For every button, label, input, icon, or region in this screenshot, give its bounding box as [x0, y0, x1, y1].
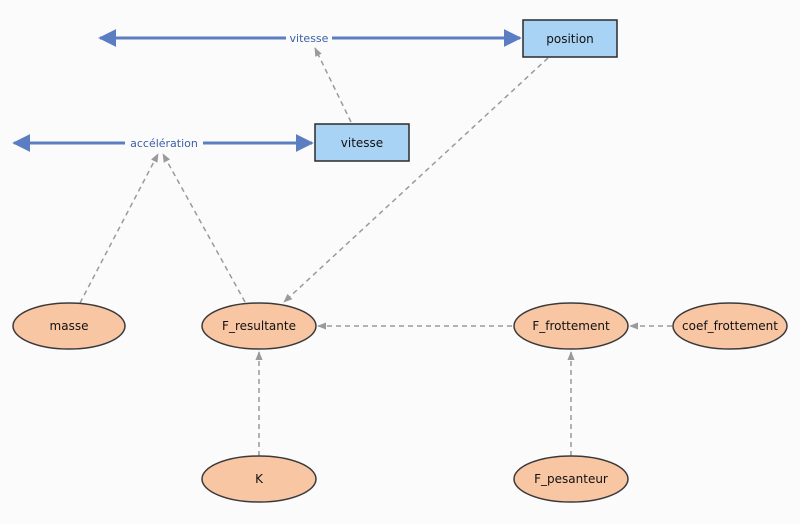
stock-position[interactable]: position — [522, 19, 618, 58]
aux-coef-frottement[interactable]: coef_frottement — [672, 302, 788, 350]
aux-k-shape — [201, 455, 317, 503]
aux-masse[interactable]: masse — [12, 302, 126, 350]
aux-coef-frottement-label: coef_frottement — [682, 319, 778, 333]
aux-f-frottement-shape — [513, 302, 629, 350]
stock-vitesse[interactable]: vitesse — [314, 123, 410, 162]
aux-f-resultante-shape — [201, 302, 317, 350]
aux-k-label: K — [255, 472, 264, 486]
aux-f-pesanteur-label: F_pesanteur — [534, 472, 608, 486]
flow-acceleration[interactable]: accélération — [12, 134, 314, 152]
stock-vitesse-box — [314, 123, 410, 162]
stock-vitesse-label: vitesse — [341, 136, 383, 150]
stock-position-label: position — [546, 32, 594, 46]
aux-masse-label: masse — [50, 319, 89, 333]
aux-coef-frottement-shape — [672, 302, 788, 350]
aux-masse-shape — [12, 302, 126, 350]
aux-f-resultante-label: F_resultante — [222, 319, 296, 333]
flow-acceleration-label: accélération — [130, 137, 198, 150]
stock-position-box — [522, 19, 618, 58]
aux-k[interactable]: K — [201, 455, 317, 503]
flow-vitesse-label: vitesse — [290, 32, 329, 45]
aux-f-frottement-label: F_frottement — [532, 319, 610, 333]
link-position-to-f-resultante — [283, 57, 549, 303]
flow-vitesse[interactable]: vitesse — [98, 29, 522, 47]
aux-f-pesanteur-shape — [513, 455, 629, 503]
flow-vitesse-label-bg — [286, 31, 332, 45]
link-vitesse-to-flow-vitesse — [314, 47, 352, 123]
link-f-resultante-to-acceleration — [162, 153, 246, 303]
flow-acceleration-label-bg — [125, 136, 203, 150]
link-masse-to-acceleration — [79, 153, 159, 304]
aux-f-resultante[interactable]: F_resultante — [201, 302, 317, 350]
influence-links — [79, 47, 672, 456]
aux-f-frottement[interactable]: F_frottement — [513, 302, 629, 350]
aux-f-pesanteur[interactable]: F_pesanteur — [513, 455, 629, 503]
